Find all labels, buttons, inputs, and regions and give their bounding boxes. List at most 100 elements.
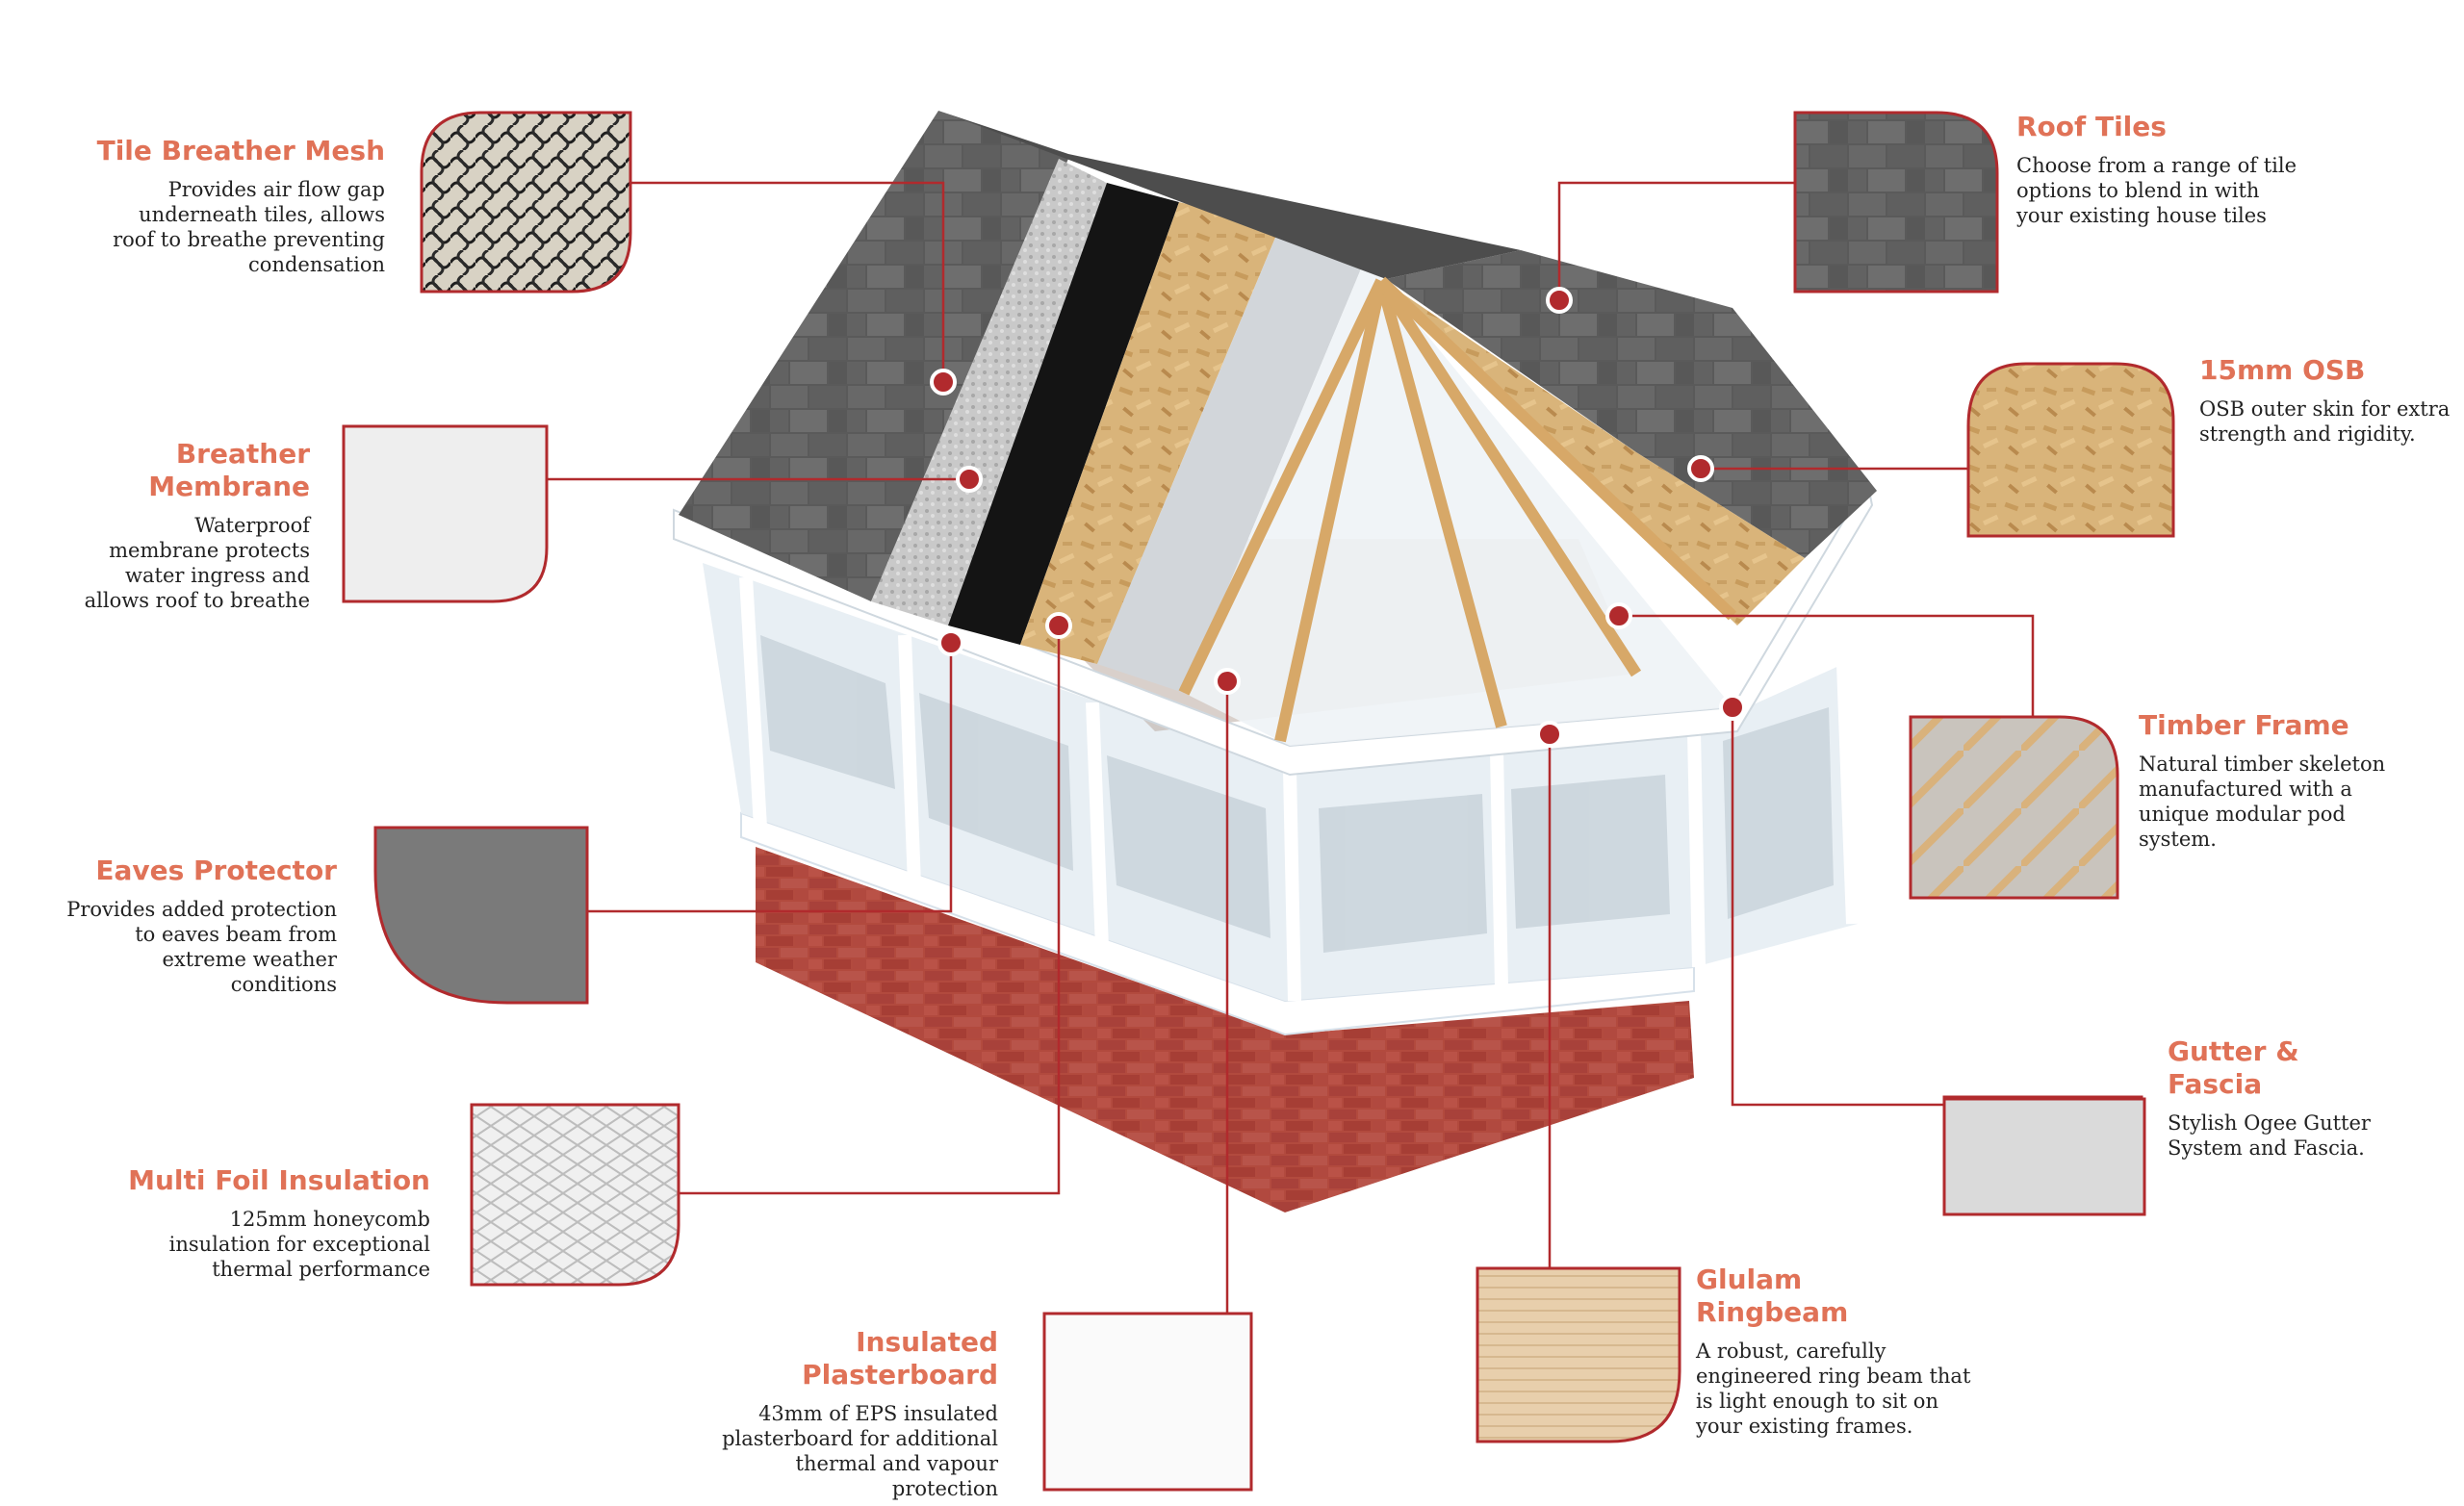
desc-line: membrane protects	[109, 539, 310, 562]
dot-multi-foil	[1045, 612, 1072, 639]
callout-glulam: Glulam Ringbeam A robust, carefully engi…	[1696, 1264, 2004, 1439]
desc-line: System and Fascia.	[2168, 1136, 2365, 1160]
title-line: Plasterboard	[802, 1359, 998, 1391]
callout-title: Tile Breather Mesh	[96, 135, 385, 166]
desc-line: is light enough to sit on	[1696, 1390, 1938, 1413]
callout-description: Provides air flow gap underneath tiles, …	[58, 177, 385, 277]
desc-line: allows roof to breathe	[84, 589, 310, 612]
callout-title: Multi Foil Insulation	[128, 1164, 430, 1196]
callout-title: Roof Tiles	[2016, 111, 2167, 142]
eaves-beam	[673, 478, 1874, 777]
thumb-roof-tiles	[1793, 111, 1999, 294]
desc-line: Provides air flow gap	[167, 178, 385, 201]
conservatory-building	[673, 111, 1877, 1212]
desc-line: your existing frames.	[1696, 1415, 1913, 1438]
roof-layer-breather-mesh	[871, 159, 1107, 625]
dot-insulated-plasterboard	[1214, 668, 1241, 695]
callout-multi-foil: Multi Foil Insulation 125mm honeycomb in…	[93, 1164, 430, 1282]
callout-timber-frame: Timber Frame Natural timber skeleton man…	[2139, 709, 2447, 852]
desc-line: A robust, carefully	[1696, 1340, 1886, 1363]
desc-line: Provides added protection	[66, 898, 337, 921]
roof-layer-osb	[1020, 202, 1280, 664]
callout-title: Eaves Protector	[95, 855, 337, 886]
callout-tile-breather-mesh: Tile Breather Mesh Provides air flow gap…	[58, 135, 385, 277]
thumb-tile-breather-mesh	[420, 111, 632, 294]
desc-line: extreme weather	[162, 948, 337, 971]
callout-title: Timber Frame	[2139, 709, 2349, 741]
callout-description: OSB outer skin for extra strength and ri…	[2199, 396, 2459, 447]
desc-line: protection	[891, 1477, 998, 1500]
title-line: Insulated	[856, 1326, 998, 1358]
callout-roof-tiles: Roof Tiles Choose from a range of tile o…	[2016, 111, 2344, 228]
callout-eaves-protector: Eaves Protector Provides added protectio…	[29, 855, 337, 997]
callout-description: Choose from a range of tile options to b…	[2016, 153, 2344, 228]
title-line: Breather	[175, 438, 310, 470]
desc-line: system.	[2139, 828, 2217, 851]
roof-tiles-right	[1386, 250, 1877, 558]
callout-description: Stylish Ogee Gutter System and Fascia.	[2168, 1110, 2447, 1161]
callout-osb: 15mm OSB OSB outer skin for extra streng…	[2199, 354, 2459, 447]
roof-open-frame	[1184, 255, 1732, 746]
callout-title: 15mm OSB	[2199, 354, 2366, 386]
callout-insulated-plasterboard: Insulated Plasterboard 43mm of EPS insul…	[690, 1326, 998, 1501]
callout-gutter-fascia: Gutter & Fascia Stylish Ogee Gutter Syst…	[2168, 1035, 2447, 1161]
desc-line: OSB outer skin for extra	[2199, 397, 2451, 421]
roof-osb-right	[1381, 279, 1805, 625]
title-line: Gutter &	[2168, 1035, 2299, 1067]
callout-title: Glulam Ringbeam	[1696, 1264, 2004, 1329]
dot-osb	[1687, 455, 1714, 482]
dot-timber-frame	[1605, 602, 1632, 629]
timber-rafters	[1178, 276, 1737, 743]
thumb-insulated-plasterboard	[1042, 1312, 1253, 1492]
desc-line: 43mm of EPS insulated	[758, 1402, 998, 1425]
title-line: Fascia	[2168, 1068, 2263, 1100]
desc-line: options to blend in with	[2016, 179, 2260, 202]
desc-line: condensation	[248, 253, 385, 276]
callout-title: Insulated Plasterboard	[690, 1326, 998, 1391]
roof-layer-insulation	[1097, 226, 1367, 693]
dot-breather-membrane	[956, 466, 983, 493]
desc-line: unique modular pod	[2139, 803, 2346, 826]
brick-dwarf-wall	[756, 847, 1694, 1212]
desc-line: your existing house tiles	[2016, 204, 2267, 227]
thumb-eaves-protector	[373, 826, 589, 1005]
title-line: Membrane	[148, 471, 310, 502]
thumb-timber-frame	[1909, 715, 2119, 900]
desc-line: engineered ring beam that	[1696, 1365, 1971, 1388]
thumb-osb	[1966, 362, 2175, 538]
dot-glulam	[1536, 721, 1563, 748]
desc-line: Stylish Ogee Gutter	[2168, 1111, 2371, 1135]
callout-description: Provides added protection to eaves beam …	[29, 897, 337, 997]
title-line: Ringbeam	[1696, 1296, 1849, 1328]
dot-eaves-protector	[937, 629, 964, 656]
callout-description: 125mm honeycomb insulation for exception…	[93, 1207, 430, 1282]
dot-tile-breather-mesh	[930, 369, 957, 396]
callout-breather-membrane: Breather Membrane Waterproof membrane pr…	[40, 438, 310, 613]
desc-line: insulation for exceptional	[168, 1233, 430, 1256]
callout-thumbnails	[342, 111, 2175, 1492]
callout-title: Gutter & Fascia	[2168, 1035, 2447, 1101]
desc-line: Waterproof	[194, 514, 310, 537]
desc-line: conditions	[230, 973, 337, 996]
roof-layer-membrane	[948, 183, 1179, 645]
callout-description: Natural timber skeleton manufactured wit…	[2139, 752, 2447, 852]
desc-line: plasterboard for additional	[722, 1427, 998, 1450]
dot-roof-tiles	[1546, 287, 1573, 314]
desc-line: 125mm honeycomb	[229, 1208, 430, 1231]
thumb-breather-membrane	[342, 424, 549, 603]
callout-description: 43mm of EPS insulated plasterboard for a…	[690, 1401, 998, 1501]
desc-line: strength and rigidity.	[2199, 422, 2416, 446]
desc-line: underneath tiles, allows	[139, 203, 385, 226]
desc-line: thermal performance	[212, 1258, 430, 1281]
desc-line: thermal and vapour	[795, 1452, 998, 1475]
thumb-glulam	[1476, 1266, 1681, 1443]
window-frames	[739, 576, 1860, 1002]
desc-line: Natural timber skeleton	[2139, 753, 2386, 776]
desc-line: roof to breathe preventing	[113, 228, 385, 251]
title-line: Glulam	[1696, 1264, 1803, 1295]
callout-description: Waterproof membrane protects water ingre…	[40, 513, 310, 613]
desc-line: manufactured with a	[2139, 778, 2352, 801]
callout-dots	[930, 287, 1746, 748]
leader-lines	[547, 181, 2035, 1315]
